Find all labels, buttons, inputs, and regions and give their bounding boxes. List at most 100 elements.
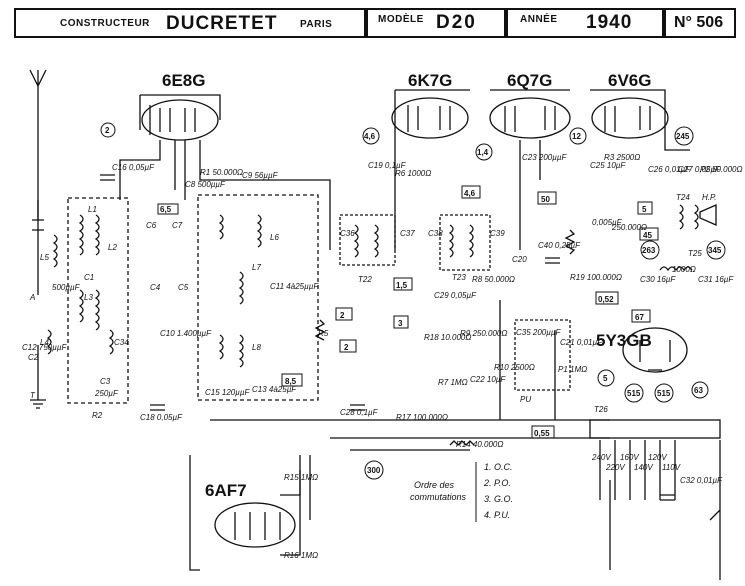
c9-label: C9 56µµF (242, 171, 279, 180)
tube-6e8-envelope (141, 99, 219, 141)
ref-box-67 (631, 309, 651, 323)
tube-5y3-envelope (622, 327, 688, 373)
c37-label: C37 (400, 229, 415, 238)
ref-63-label: 63 (694, 386, 703, 395)
antenna-symbol (29, 69, 47, 110)
number-value: N° 506 (674, 14, 724, 31)
c5-label: C5 (178, 283, 189, 292)
legend-item-2: 2. P.O. (483, 478, 511, 488)
ref-box-45 (639, 227, 659, 241)
ref-5-label: 5 (642, 205, 647, 214)
c15-label: C15 120µµF (205, 388, 250, 397)
ref-circle-263 (640, 240, 660, 260)
c30-label: C30 16µF (640, 275, 676, 284)
r18-label: R18 10.000Ω (424, 333, 471, 342)
c2-label: C2 (28, 353, 39, 362)
c18-label: C18 0,05µF (140, 413, 183, 422)
c22-label: C22 10µF (470, 375, 506, 384)
c20-label: C20 (512, 255, 527, 264)
ref-circle-5 (597, 369, 615, 387)
tube-6af7-label: 6AF7 (205, 481, 247, 500)
ref-5-circle-label: 5 (603, 374, 608, 383)
c28-label: C28 0,1µF (340, 408, 379, 417)
if-transformer-t22 (339, 214, 396, 266)
legend-item-1: 1. O.C. (484, 462, 513, 472)
c34-label: C34 (114, 338, 129, 347)
ref-circle-46 (362, 127, 380, 145)
ref-263-label: 263 (642, 246, 656, 255)
c32-label: C32 0,01µF (680, 476, 723, 485)
legend-item-3: 3. G.O. (484, 494, 513, 504)
ref-box-46b (461, 185, 481, 199)
c11-label: C11 4à25µµF (270, 282, 319, 291)
tube-6k7-envelope (391, 97, 469, 139)
r16-label: R16 1MΩ (284, 551, 318, 560)
r5-label: R5 (318, 329, 329, 338)
ref-box-5 (637, 201, 653, 215)
l8-label: L8 (252, 343, 261, 352)
ref-3-label: 3 (398, 319, 403, 328)
c21-label: C21 0,01µF (560, 338, 603, 347)
p2-label: P2 50.000Ω (700, 165, 743, 174)
annee-label: ANNÉE (520, 14, 558, 25)
l4-label: L4 (40, 338, 49, 347)
ref-box-2a (335, 307, 353, 321)
ref-circle-2 (100, 122, 116, 138)
ref-circle-345 (706, 240, 726, 260)
switch-box (514, 319, 571, 391)
ref-515a-label: 515 (627, 389, 641, 398)
tube-5y3-label: 5Y3GB (596, 331, 652, 350)
l1-label: L1 (88, 205, 97, 214)
c4-label: C4 (150, 283, 161, 292)
tube-6af7-envelope (214, 502, 296, 548)
t23-label: T23 (452, 273, 466, 282)
l3-label: L3 (84, 293, 93, 302)
ref-65-label: 6,5 (160, 205, 172, 214)
r7-label: R7 1MΩ (438, 378, 468, 387)
c35-label: C35 200µµF (516, 328, 561, 337)
ref-15-label: 1,5 (396, 281, 408, 290)
r1-label: R1 50.000Ω (200, 168, 243, 177)
ref-box-85 (281, 373, 303, 387)
legend-title-2: commutations (410, 492, 467, 502)
l5-label: L5 (40, 253, 49, 262)
c38-label: C38 (428, 229, 443, 238)
earth-symbol (30, 399, 46, 409)
aerial-a-label: A (29, 293, 35, 302)
ref-box-3 (393, 315, 409, 329)
mains-120: 120V (648, 453, 667, 462)
c8-label: C8 500µµF (185, 180, 226, 189)
c36-label: C36 (340, 229, 355, 238)
ref-circle-515b (654, 383, 674, 403)
hp-label: H.P. (702, 193, 717, 202)
ref-300-label: 300 (367, 466, 381, 475)
ref-67-label: 67 (635, 313, 644, 322)
c29-label: C29 0,05µF (434, 291, 477, 300)
year-value: 1940 (586, 12, 633, 33)
c41-label: 0,005µF (592, 218, 623, 227)
ref-2-circle-label: 2 (105, 126, 110, 135)
loudspeaker-symbol (699, 204, 717, 226)
ref-box-052 (595, 291, 619, 305)
tube-6q7-label: 6Q7G (507, 71, 552, 90)
legend-title-1: Ordre des (414, 480, 455, 490)
ref-245-label: 245 (676, 132, 690, 141)
maker-name: DUCRETET (166, 13, 278, 34)
r6-label: R6 1000Ω (395, 169, 431, 178)
earth-t-label: T (30, 391, 36, 400)
city-label: PARIS (300, 19, 333, 30)
c16-label: C16 0,05µF (112, 163, 155, 172)
tube-6k7-label: 6K7G (408, 71, 452, 90)
t22-label: T22 (358, 275, 372, 284)
c3-label: C3 (100, 377, 111, 386)
ref-box-055 (531, 425, 555, 439)
mains-240: 240V (591, 453, 611, 462)
r9-label: R9 250.000Ω (460, 329, 507, 338)
power-transformer-core (589, 419, 721, 439)
header-number-cell: N° 506 (664, 8, 736, 38)
ref-055-label: 0,55 (534, 429, 550, 438)
c26-label: C26 0,01µF (648, 165, 691, 174)
ref-515b-label: 515 (657, 389, 671, 398)
ref-circle-300 (364, 460, 384, 480)
c17-label: 500µµF (52, 283, 81, 292)
